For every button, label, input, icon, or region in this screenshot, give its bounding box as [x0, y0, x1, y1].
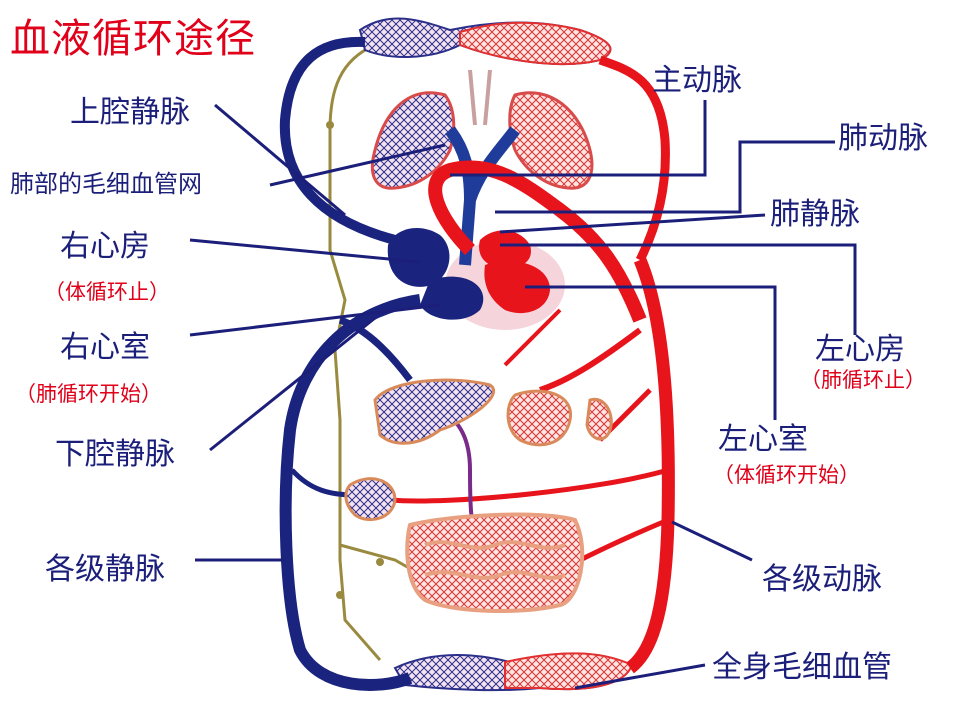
kidney: [344, 477, 397, 521]
leader-lung-capillary: [269, 143, 446, 187]
right-ventricle-shape: [420, 276, 484, 320]
leader-pulmonary-vein: [499, 213, 766, 234]
lymph-vessel: [328, 43, 382, 661]
label-pulmonary-vein: 肺静脉: [770, 197, 860, 232]
label-right-ventricle: 右心室: [60, 330, 150, 365]
leader-left-atrium: [500, 243, 857, 335]
note-left-ventricle: （体循环开始）: [713, 463, 860, 487]
right-atrium-shape: [387, 227, 450, 287]
liver: [373, 378, 495, 445]
inferior-vena-cava-vessel: [279, 294, 421, 691]
spleen: [585, 397, 613, 441]
vein-branch: [338, 316, 413, 383]
leader-right-ventricle: [189, 303, 441, 337]
upper-capillary-net-arterial: [459, 21, 612, 65]
label-right-atrium: 右心房: [60, 229, 150, 264]
label-arteries: 各级动脉: [762, 562, 882, 597]
leader-aorta: [450, 100, 707, 177]
note-right-atrium: （体循环止）: [44, 280, 170, 304]
left-atrium-shape: [479, 230, 531, 269]
leader-lines: [189, 100, 857, 690]
lymph-node: [336, 591, 344, 599]
leader-pulmonary-artery: [495, 140, 835, 214]
label-body-capillary: 全身毛细血管: [712, 650, 892, 685]
descending-aorta: [625, 257, 675, 674]
label-pulmonary-artery: 肺动脉: [838, 121, 928, 156]
trachea: [468, 69, 492, 126]
aorta-vessel: [428, 160, 647, 323]
lymph-node: [326, 121, 334, 129]
leader-ivc: [209, 316, 376, 452]
leader-left-ventricle: [525, 285, 777, 420]
intestine-folds: [424, 540, 566, 580]
label-superior-vena-cava: 上腔静脉: [70, 95, 190, 130]
leader-arteries: [671, 520, 753, 562]
note-left-atrium: （肺循环止）: [800, 368, 926, 392]
label-inferior-vena-cava: 下腔静脉: [55, 437, 175, 472]
left-ventricle-shape: [484, 261, 550, 314]
label-lung-capillary-network: 肺部的毛细血管网: [10, 170, 202, 198]
aorta-to-head: [598, 55, 670, 263]
stomach: [506, 389, 572, 447]
label-aorta: 主动脉: [652, 63, 742, 98]
intestines: [405, 512, 585, 614]
lymph-node: [376, 558, 384, 566]
artery-branch: [539, 327, 642, 393]
artery-branch: [503, 308, 562, 367]
note-right-ventricle: （肺循环开始）: [15, 382, 162, 406]
lower-capillary-net-arterial: [504, 652, 634, 691]
label-left-ventricle: 左心室: [718, 422, 808, 457]
artery-branch: [389, 467, 669, 504]
label-veins: 各级静脉: [45, 552, 165, 587]
leader-svc: [214, 103, 346, 217]
superior-vena-cava-vessel: [279, 36, 397, 245]
leader-right-atrium: [189, 238, 421, 264]
page-title: 血液循环途径: [10, 16, 256, 62]
leader-body-capillary: [574, 663, 706, 690]
label-left-atrium: 左心房: [815, 332, 905, 367]
